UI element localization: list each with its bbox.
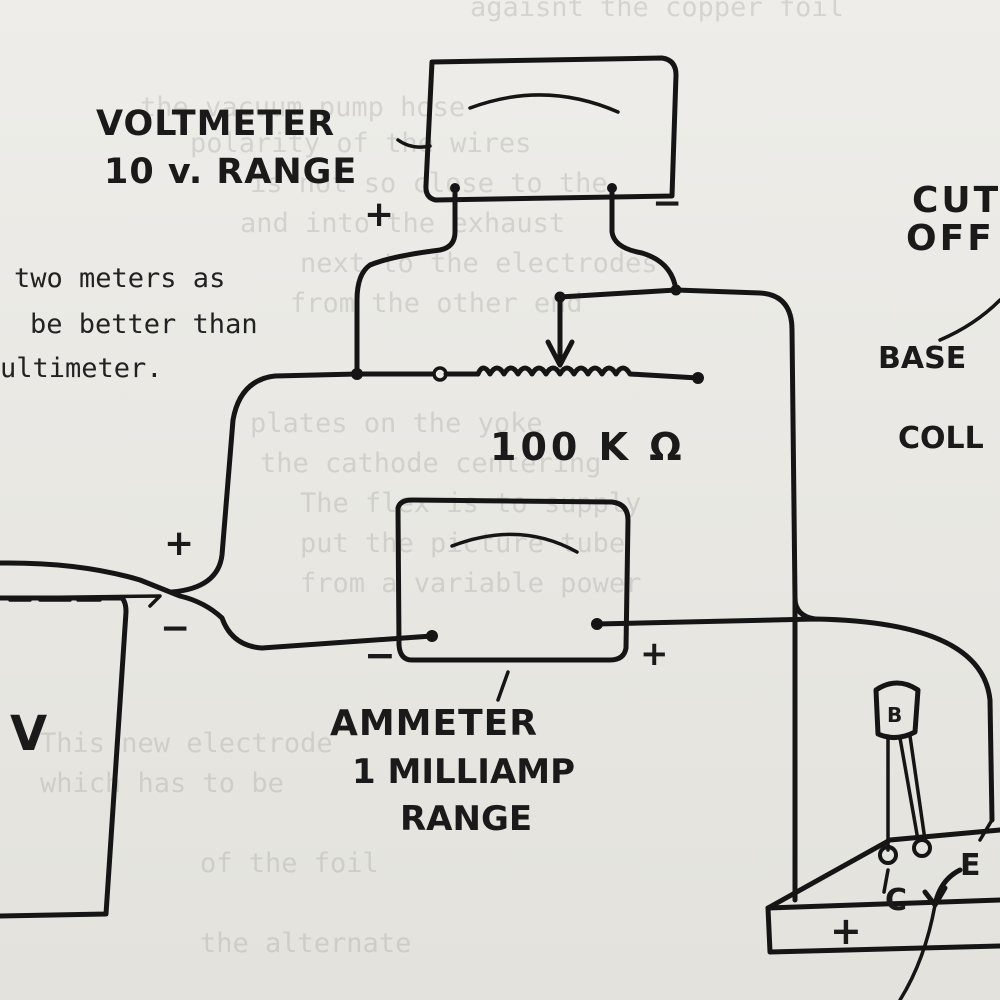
battery-plus: + (164, 523, 194, 564)
cut-off-label-line-1: CUT (912, 180, 1000, 221)
voltmeter-label-line-2: 10 v. RANGE (104, 152, 357, 192)
board-plus: + (830, 909, 862, 953)
ammeter-label-line-2: 1 MILLIAMP (352, 752, 575, 792)
resistor-label: 100 K Ω (490, 425, 686, 469)
voltmeter-dial-arc (468, 93, 620, 114)
typed-note-line-2: be better than (30, 309, 258, 340)
collector-label: COLL (898, 421, 984, 456)
transistor-board (765, 595, 1000, 955)
voltmeter-label-line-1: VOLTMETER (96, 104, 335, 144)
base-pointer (938, 298, 1000, 342)
ammeter-label-pointer (496, 670, 510, 702)
transistor (873, 680, 963, 1000)
transistor-c-label: C (885, 883, 907, 918)
transistor-e-label: E (960, 848, 981, 883)
battery (0, 595, 129, 919)
wiper-wire (557, 287, 679, 363)
voltmeter (423, 55, 679, 203)
transistor-b-label: B (887, 703, 902, 727)
battery-negative-wire (0, 560, 435, 651)
ammeter-label-line-3: RANGE (400, 799, 532, 839)
voltmeter-positive-lead (354, 185, 458, 377)
battery-minus: − (160, 608, 190, 649)
ammeter-label-line-1: AMMETER (330, 703, 538, 744)
typed-note-line-3: ultimeter. (0, 353, 163, 384)
voltmeter-negative-lead (609, 185, 679, 293)
typed-note-line-1: two meters as (14, 263, 226, 294)
voltmeter-label-pointer (396, 138, 432, 149)
cut-off-label-line-2: OFF (906, 218, 995, 259)
wire-to-load (673, 287, 818, 622)
battery-voltage-label: V (10, 706, 47, 762)
ammeter-dial-arc (450, 532, 579, 554)
ammeter (395, 497, 631, 702)
voltmeter-minus: − (652, 183, 682, 224)
wiper-arrow (545, 339, 575, 368)
battery-positive-wire (169, 371, 360, 595)
voltmeter-plus: + (364, 194, 394, 235)
ammeter-minus: − (364, 633, 396, 677)
ammeter-plus: + (640, 634, 669, 674)
base-label: BASE (878, 341, 966, 376)
ammeter-positive-lead (594, 616, 995, 823)
resistor-100k (354, 365, 704, 384)
